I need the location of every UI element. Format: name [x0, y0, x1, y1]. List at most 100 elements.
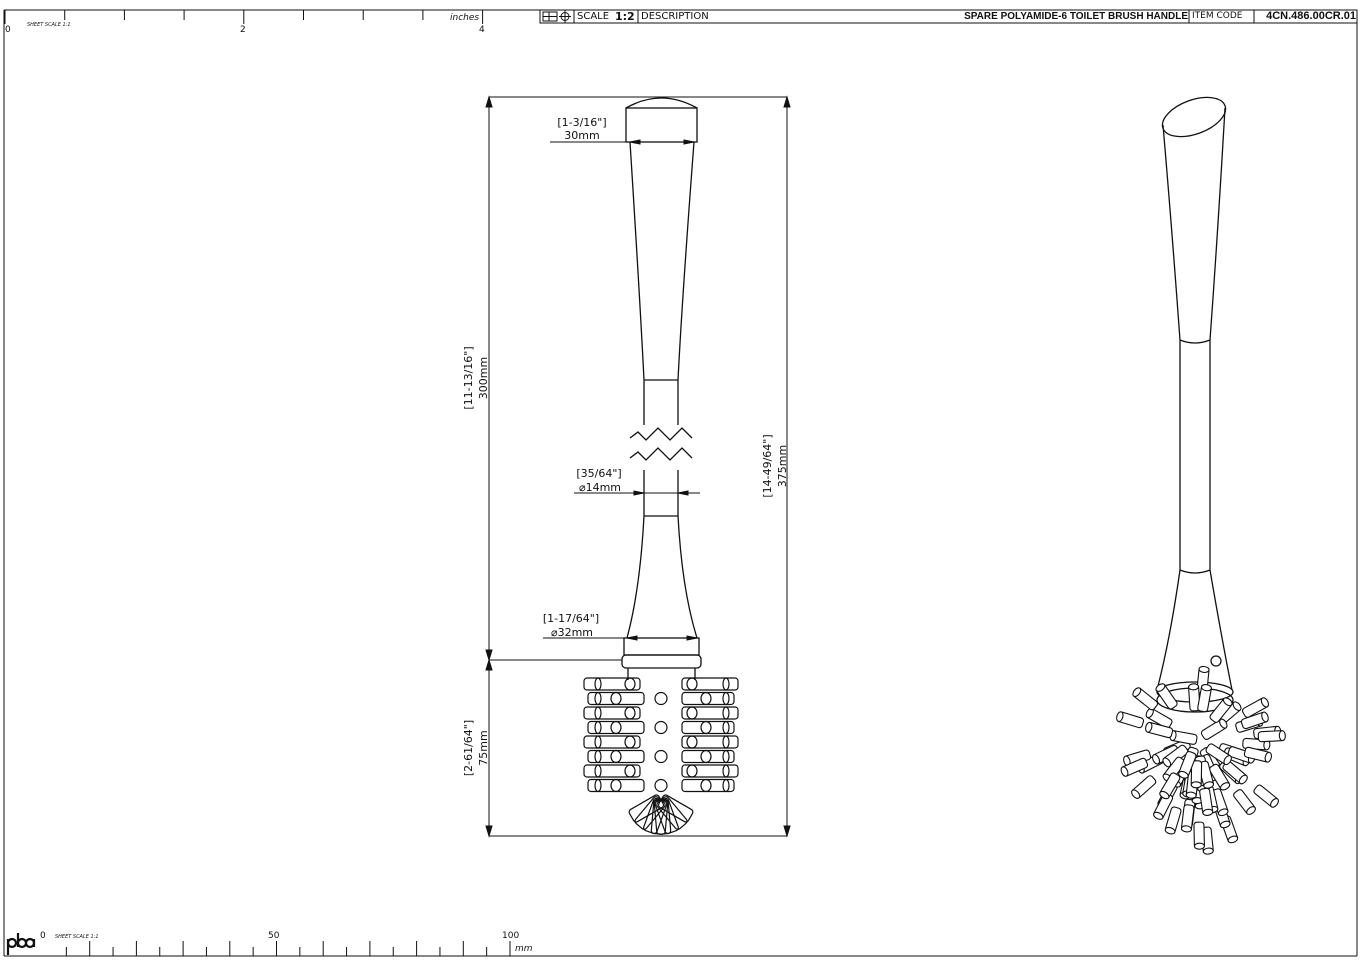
bristle — [1233, 789, 1256, 815]
bristle-end — [654, 691, 668, 706]
bristle — [1209, 697, 1233, 723]
bristle-end — [1261, 711, 1269, 723]
bristle — [1190, 760, 1203, 789]
top-ruler-label: 0 — [5, 25, 11, 35]
bristle — [1169, 730, 1198, 745]
top-sheet-scale: SHEET SCALE 1:1 — [27, 22, 71, 28]
bristle-end — [1155, 683, 1166, 692]
shaft-diameter-imperial: [35/64"] — [576, 467, 621, 480]
bristle — [1199, 787, 1214, 816]
overall-length-imperial: [14-49/64"] — [761, 434, 774, 497]
bristle-end — [654, 749, 668, 764]
bristle-end — [654, 720, 668, 735]
bristle-end — [1222, 697, 1233, 707]
handle-length-metric: 300mm — [477, 357, 490, 399]
bristle — [587, 749, 645, 764]
mm-ruler — [65, 941, 511, 956]
bristle — [681, 706, 739, 720]
bristle-end — [722, 778, 730, 793]
bottom-ruler-unit: mm — [515, 944, 533, 954]
bristle — [1180, 804, 1195, 833]
bottom-ruler-label: 50 — [268, 931, 280, 941]
bristle-end — [594, 720, 602, 735]
bristle — [587, 720, 645, 735]
bristle-end — [1270, 798, 1279, 808]
bristle-end — [1264, 751, 1272, 763]
bristle-end — [1232, 701, 1242, 712]
scale-value: 1:2 — [615, 10, 635, 23]
brush-head-iso — [1116, 665, 1286, 855]
bristle-end — [594, 691, 602, 706]
bristle — [1159, 772, 1181, 800]
bristle — [628, 794, 665, 823]
bristle — [1253, 784, 1279, 808]
bristle-end — [1202, 847, 1214, 855]
bristle-end — [1219, 820, 1231, 829]
bristle — [1164, 806, 1182, 835]
bristle-end — [686, 706, 698, 720]
handle-length-imperial: [11-13/16"] — [462, 346, 475, 409]
bristle — [1131, 775, 1157, 799]
bristle — [681, 677, 739, 691]
bristle — [1205, 743, 1232, 766]
bristle-end — [594, 749, 602, 764]
bristle-end — [1188, 683, 1200, 691]
bristle-end — [1220, 782, 1231, 791]
bristle — [1132, 687, 1159, 711]
overall-length-metric: 375mm — [776, 445, 789, 487]
bristle — [587, 691, 645, 706]
bristle-end — [700, 778, 712, 793]
bristle — [1240, 711, 1269, 730]
brush-length-metric: 75mm — [477, 730, 490, 765]
crosshair-icon — [559, 10, 571, 23]
scale-label: SCALE — [577, 11, 610, 22]
bristle-end — [610, 749, 622, 764]
bristle — [1155, 683, 1178, 710]
bristle-end — [686, 764, 698, 778]
shaft-diameter-metric: ⌀14mm — [579, 481, 621, 494]
bristle — [1120, 757, 1149, 777]
bristle-end — [1202, 808, 1214, 816]
bristle — [681, 720, 735, 735]
bristle — [681, 749, 735, 764]
bristle-end — [722, 706, 730, 720]
bristle-end — [1153, 811, 1164, 820]
bristle — [681, 764, 739, 778]
bristle-end — [654, 778, 668, 793]
bristle-end — [1145, 721, 1153, 733]
bristle-end — [624, 735, 636, 749]
bristle-end — [1278, 730, 1286, 742]
bristle-end — [1217, 808, 1229, 817]
bristle-end — [700, 691, 712, 706]
bristle — [583, 706, 641, 720]
bristle-end — [594, 778, 602, 793]
brush-length-imperial: [2-61/64"] — [462, 720, 475, 776]
bottom-ruler-label: 0 — [40, 931, 46, 941]
bristle-end — [722, 691, 730, 706]
cap-width-imperial: [1-3/16"] — [557, 116, 606, 129]
bristle — [1178, 750, 1197, 779]
break-line — [629, 447, 693, 461]
bristle-end — [686, 677, 698, 691]
title-block — [539, 9, 1358, 24]
bristle — [681, 691, 735, 706]
bristle — [628, 794, 665, 823]
third-angle-projection-icon — [542, 11, 558, 22]
bristle — [1208, 763, 1231, 791]
bristle-end — [594, 706, 602, 720]
bristle — [1241, 697, 1270, 718]
base-diameter-imperial: [1-17/64"] — [543, 612, 599, 625]
bristle — [1257, 730, 1286, 743]
bristle — [1193, 821, 1205, 850]
bristle-end — [1120, 766, 1129, 777]
bristle — [681, 778, 735, 793]
top-ruler-unit: inches — [450, 13, 479, 23]
bristle-end — [700, 720, 712, 735]
bottom-sheet-scale: SHEET SCALE 1:1 — [55, 934, 99, 940]
bristle-end — [1203, 781, 1215, 789]
bristle-end — [1159, 790, 1170, 800]
bristle-end — [1116, 711, 1124, 723]
bristle-end — [1260, 697, 1270, 708]
pba-logo — [6, 933, 36, 955]
